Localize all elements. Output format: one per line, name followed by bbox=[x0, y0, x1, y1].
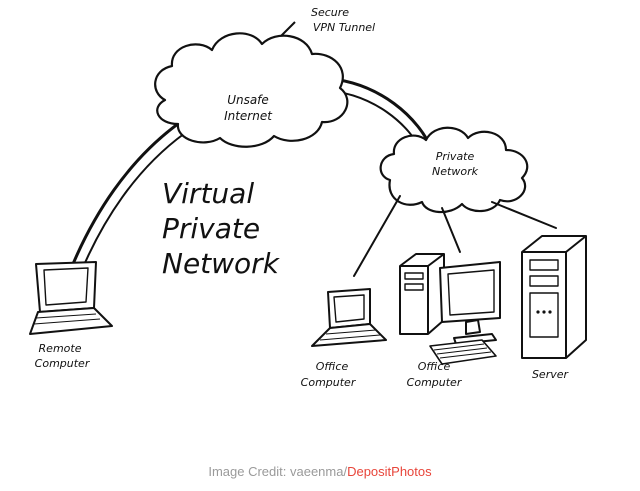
title-line-1: Virtual bbox=[162, 177, 254, 210]
internet-cloud: Unsafe Internet bbox=[154, 32, 349, 148]
server-label: Server bbox=[532, 368, 570, 381]
remote-laptop-icon bbox=[29, 261, 113, 335]
private-cloud-label-2: Network bbox=[432, 165, 479, 178]
image-credit-link[interactable]: DepositPhotos bbox=[347, 464, 432, 479]
remote-computer-label-2: Computer bbox=[35, 357, 91, 370]
tunnel-label-1: Secure bbox=[311, 6, 349, 19]
server-icon bbox=[521, 235, 587, 359]
title-line-2: Private bbox=[162, 212, 260, 245]
network-links bbox=[353, 195, 557, 277]
private-cloud-label-1: Private bbox=[436, 150, 475, 163]
office-laptop-label-2: Computer bbox=[301, 376, 357, 389]
image-credit: Image Credit: vaeenma/DepositPhotos bbox=[0, 464, 640, 479]
internet-cloud-label-2: Internet bbox=[224, 109, 273, 123]
office-keyboard-icon bbox=[429, 339, 497, 365]
image-credit-prefix: Image Credit: vaeenma/ bbox=[208, 464, 348, 479]
office-laptop-icon bbox=[311, 288, 387, 347]
office-desktop-label-2: Computer bbox=[407, 376, 463, 389]
office-monitor-icon bbox=[439, 261, 501, 345]
office-laptop-label-1: Office bbox=[316, 360, 349, 373]
internet-cloud-label-1: Unsafe bbox=[227, 93, 269, 107]
remote-computer-label-1: Remote bbox=[39, 342, 82, 355]
private-network-cloud: Private Network bbox=[379, 126, 529, 214]
office-tower-icon bbox=[399, 253, 445, 335]
tunnel-label-2: VPN Tunnel bbox=[313, 21, 375, 34]
office-desktop-label-1: Office bbox=[418, 360, 451, 373]
title-line-3: Network bbox=[162, 247, 281, 280]
